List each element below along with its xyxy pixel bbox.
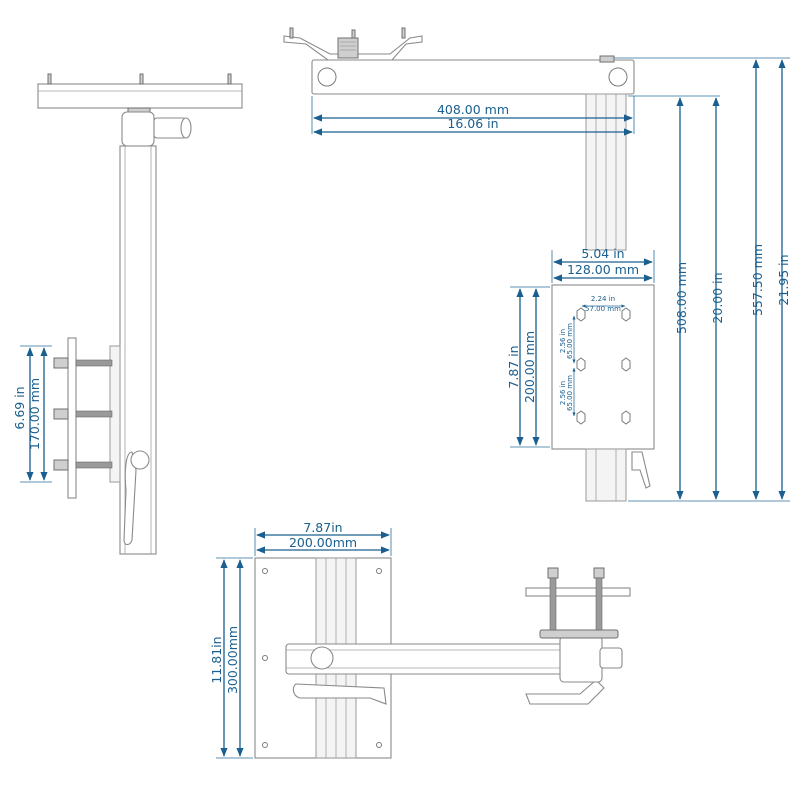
side-swivel-housing (121, 111, 155, 147)
hole-spacing-in-label: 2.24 in (591, 295, 615, 303)
dim-base-height: 11.81in 300.00mm (209, 557, 253, 759)
hole-pitch-upper-in-label: 2.56 in (559, 329, 567, 353)
front-arm (311, 59, 635, 95)
side-clamp-plate (67, 337, 77, 499)
arm-length-in-label: 16.06 in (447, 116, 498, 131)
front-lever (631, 451, 651, 489)
dim-plate-width: 5.04 in 128.00 mm (551, 246, 655, 283)
front-top-bracket (283, 35, 423, 61)
side-clamp-bolts (53, 357, 113, 471)
side-lever-pivot (130, 450, 150, 470)
front-mount-plate (551, 284, 655, 450)
front-swivel-nut (337, 37, 359, 59)
side-top-plate (37, 83, 243, 109)
mast-height-in-label: 20.00 in (710, 272, 725, 323)
dim-mast-height: 508.00 mm 20.00 in (628, 95, 760, 502)
dim-plate-height: 7.87 in 200.00 mm (506, 286, 550, 448)
side-lever (123, 451, 137, 546)
arm-length-mm-label: 408.00 mm (437, 102, 509, 117)
front-lower-mast (585, 448, 627, 502)
dim-hole-spacing: 2.24 in 57.00 mm (581, 295, 626, 313)
side-view: 6.69 in 170.00 mm (12, 73, 243, 555)
mast-height-mm-label: 508.00 mm (674, 262, 689, 334)
front-view: 408.00 mm 16.06 in 5.04 in 128.00 mm 2.2… (283, 27, 791, 502)
top-lever-left (292, 683, 387, 705)
top-clamp-bolts (525, 567, 631, 631)
hole-pitch-lower-mm-label: 65.00 mm (566, 375, 574, 411)
plate-height-mm-label: 200.00 mm (522, 331, 537, 403)
hole-spacing-mm-label: 57.00 mm (585, 305, 621, 313)
dim-base-width: 7.87in 200.00mm (254, 520, 392, 556)
top-arm-knob (310, 646, 334, 670)
plate-width-mm-label: 128.00 mm (567, 262, 639, 277)
dim-side-clamp: 6.69 in 170.00 mm (12, 345, 52, 483)
top-view: 7.87in 200.00mm 11.81in 300.00mm (209, 520, 631, 759)
dim-total-height: 557.50 mm 21.95 in (614, 57, 791, 502)
base-width-mm-label: 200.00mm (289, 535, 357, 550)
dim-hole-pitch-upper: 2.56 in 65.00 mm (559, 315, 576, 364)
hole-pitch-upper-mm-label: 65.00 mm (566, 323, 574, 359)
base-width-in-label: 7.87in (303, 520, 342, 535)
hole-pitch-lower-in-label: 2.56 in (559, 381, 567, 405)
top-lever-right (525, 679, 605, 705)
side-clamp-in-label: 6.69 in (12, 386, 27, 429)
total-height-in-label: 21.95 in (776, 254, 791, 305)
base-height-mm-label: 300.00mm (225, 626, 240, 694)
front-plate-holes (576, 307, 631, 425)
dim-hole-pitch-lower: 2.56 in 65.00 mm (559, 367, 576, 417)
dim-arm-length: 408.00 mm 16.06 in (311, 96, 635, 136)
base-height-in-label: 11.81in (209, 636, 224, 683)
total-height-mm-label: 557.50 mm (750, 244, 765, 316)
top-end-clamp (559, 635, 603, 683)
side-top-screws (47, 73, 232, 85)
plate-width-in-label: 5.04 in (581, 246, 624, 261)
side-clamp-mm-label: 170.00 mm (27, 378, 42, 450)
plate-height-in-label: 7.87 in (506, 345, 521, 388)
